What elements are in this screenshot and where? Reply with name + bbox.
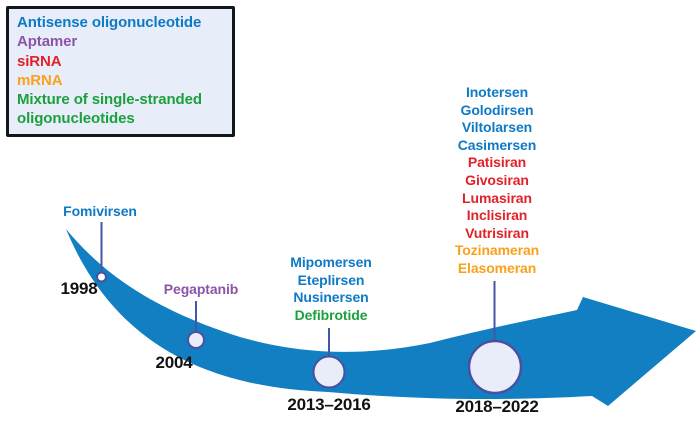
milestone-nodes: [96, 271, 523, 395]
drug-label: Inotersen: [465, 84, 529, 100]
legend-item-mrna: mRNA: [17, 71, 63, 89]
drug-label: Nusinersen: [293, 289, 369, 306]
drug-label: Viltolarsen: [461, 119, 533, 136]
drug-label: Eteplirsen: [297, 271, 365, 288]
drug-label: Pegaptanib: [163, 281, 239, 297]
milestone-connectors: [100, 222, 496, 358]
drug-label: Givosiran: [465, 171, 529, 188]
milestone-2013-2016-date: 2013–2016: [287, 395, 371, 414]
drug-label: Mipomersen: [290, 254, 372, 270]
milestone-2018-2022-date: 2018–2022: [455, 397, 539, 416]
node-2004: [187, 331, 205, 349]
milestone-2004-drug-list: Pegaptanib: [163, 281, 239, 299]
node-2013-2016: [312, 355, 346, 389]
arrow-swoosh: [66, 229, 696, 406]
node-1998: [96, 271, 107, 283]
drug-label: Inclisiran: [466, 207, 528, 224]
drug-label: Fomivirsen: [63, 203, 137, 219]
milestone-1998-date: 1998: [60, 279, 98, 298]
legend-item-mixture: Mixture of single-stranded oligonucleoti…: [17, 91, 202, 128]
legend-item-antisense: Antisense oligonucleotide: [17, 14, 202, 31]
drug-label: Vutrisiran: [465, 224, 529, 241]
legend-item-aptamer: Aptamer: [17, 33, 78, 51]
drug-label: Patisiran: [467, 154, 527, 171]
drug-label: Lumasiran: [462, 189, 532, 206]
drug-label: Defibrotide: [294, 306, 368, 323]
legend-box: Antisense oligonucleotide Aptamer siRNA …: [6, 6, 235, 137]
legend-item-sirna: siRNA: [17, 52, 62, 70]
milestone-1998-drug-list: Fomivirsen: [63, 203, 137, 221]
drug-label: Casimersen: [457, 136, 537, 153]
milestone-2004-date: 2004: [155, 353, 193, 372]
drug-label: Elasomeran: [457, 259, 537, 276]
drug-label: Tozinameran: [454, 242, 540, 259]
node-2018-2022: [467, 339, 523, 395]
drug-label: Golodirsen: [460, 101, 534, 118]
